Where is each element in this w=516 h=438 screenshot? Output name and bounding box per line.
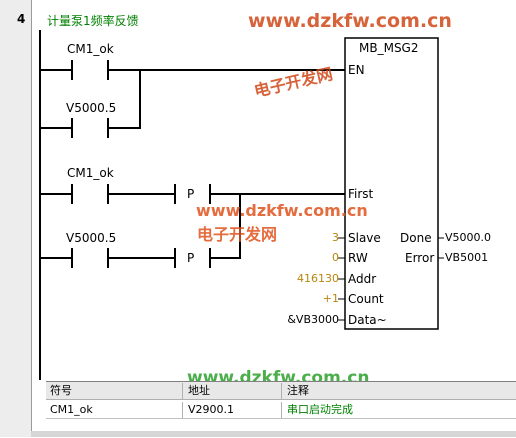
network-number-column: 4 xyxy=(0,0,32,437)
value-error[interactable]: VB5001 xyxy=(445,251,489,264)
contact-label-v5000-5-1: V5000.5 xyxy=(66,101,117,115)
mb-msg2-block xyxy=(344,37,439,330)
contact-label-v5000-5-2: V5000.5 xyxy=(66,231,117,245)
cell-address[interactable]: V2900.1 xyxy=(184,402,282,418)
cell-symbol[interactable]: CM1_ok xyxy=(46,402,183,418)
pin-slave: Slave xyxy=(348,231,381,245)
p-contact-2[interactable] xyxy=(174,194,241,268)
value-count[interactable]: +1 xyxy=(322,292,339,305)
symbol-table: 符号 地址 注释 CM1_ok V2900.1 串口启动完成 xyxy=(46,381,516,438)
p-contact-label-2: P xyxy=(187,251,195,265)
symbol-table-header: 符号 地址 注释 xyxy=(46,382,516,400)
network-title[interactable]: 计量泵1频率反馈 xyxy=(47,14,139,28)
watermark-text-1: www.dzkfw.com.cn xyxy=(248,10,452,32)
value-done[interactable]: V5000.0 xyxy=(445,231,492,244)
bottom-scrollbar[interactable] xyxy=(31,431,516,437)
contact-label-cm1-ok-1: CM1_ok xyxy=(67,42,114,56)
contact-cm1-ok-2[interactable] xyxy=(40,184,175,204)
watermark-text-3: www.dzkfw.com.cn xyxy=(196,201,368,220)
value-data[interactable]: &VB3000 xyxy=(287,313,339,326)
watermark-text-4: 电子开发网 xyxy=(197,225,278,244)
pin-data: Data~ xyxy=(348,313,387,327)
value-slave[interactable]: 3 xyxy=(332,231,339,244)
network-number: 4 xyxy=(17,12,26,26)
p-contact-label-1: P xyxy=(187,187,195,201)
pin-error: Error xyxy=(405,251,435,265)
p-contact-1[interactable] xyxy=(174,184,345,204)
contact-v5000-5-2[interactable] xyxy=(40,248,175,268)
header-symbol[interactable]: 符号 xyxy=(46,383,183,399)
cell-comment[interactable]: 串口启动完成 xyxy=(287,403,353,416)
pin-rw: RW xyxy=(348,251,368,265)
pin-count: Count xyxy=(348,292,384,306)
contact-v5000-5-1[interactable] xyxy=(40,70,141,138)
header-comment[interactable]: 注释 xyxy=(287,384,309,397)
block-name: MB_MSG2 xyxy=(359,41,419,55)
contact-cm1-ok-1[interactable] xyxy=(40,60,345,80)
table-row[interactable]: CM1_ok V2900.1 串口启动完成 xyxy=(46,401,516,419)
pin-en: EN xyxy=(348,63,365,77)
value-rw[interactable]: 0 xyxy=(332,251,339,264)
pin-addr: Addr xyxy=(348,272,377,286)
pin-done: Done xyxy=(400,231,432,245)
value-addr[interactable]: 416130 xyxy=(297,272,339,285)
contact-label-cm1-ok-2: CM1_ok xyxy=(67,166,114,180)
pin-first: First xyxy=(348,187,374,201)
header-address[interactable]: 地址 xyxy=(184,383,282,399)
